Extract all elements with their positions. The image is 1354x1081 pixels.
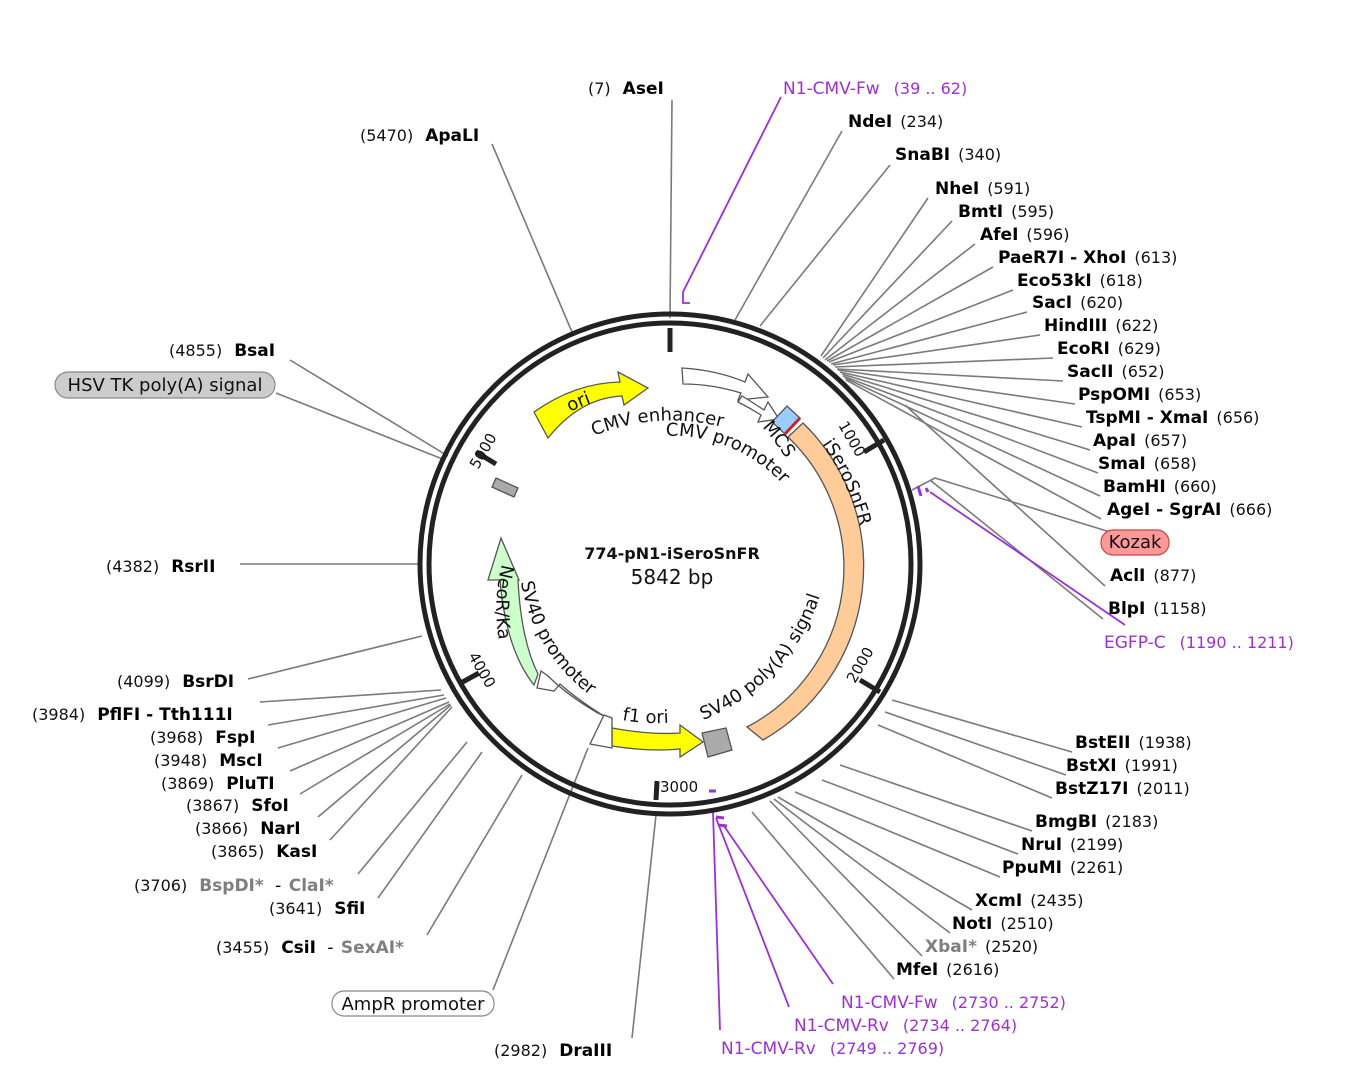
site-label[interactable]: SacII(652) [1067,362,1164,382]
site-label[interactable]: SacI(620) [1032,293,1123,313]
site-label[interactable]: SmaI(658) [1098,454,1197,474]
site-label[interactable]: (3867)SfoI [186,796,289,816]
backbone [417,311,923,817]
site-label[interactable]: (5470)ApaLI [360,126,479,146]
feature-label-f1-ori: f1 ori [621,704,669,728]
site-label[interactable]: (4855)BsaI [169,341,275,361]
site-label[interactable]: BamHI(660) [1103,477,1217,497]
site-label[interactable]: AclI(877) [1110,566,1196,586]
feature-iserosnfr[interactable] [745,422,865,741]
site-label[interactable]: (4382)RsrII [106,557,215,577]
site-label[interactable]: TspMI - XmaI(656) [1086,408,1259,428]
site-label[interactable]: BmgBI(2183) [1035,812,1158,832]
site-label[interactable]: PpuMI(2261) [1002,858,1123,878]
feature-mcs-box[interactable] [771,405,802,436]
plasmid-size: 5842 bp [631,565,714,589]
site-label[interactable]: Eco53kI(618) [1017,271,1143,291]
site-label[interactable]: (3984)PflFI - Tth111I [32,705,233,725]
site-label[interactable]: BstZ17I(2011) [1055,779,1190,799]
site-label[interactable]: (3866)NarI [195,819,301,839]
site-label[interactable]: AgeI - SgrAI(666) [1107,500,1272,520]
site-label[interactable]: (7)AseI [588,79,664,99]
ampr-promoter-label[interactable]: AmpR promoter [331,990,495,1017]
site-label[interactable]: NdeI(234) [848,112,943,132]
feature-neor[interactable] [487,536,539,687]
primer-labels: N1-CMV-Fw(39 .. 62) EGFP-C(1190 .. 1211)… [721,79,1294,1059]
tick-label-5000: 5000 [466,430,501,472]
site-label[interactable]: EcoRI(629) [1057,339,1161,359]
primer-label[interactable]: N1-CMV-Fw(2730 .. 2752) [841,993,1066,1013]
feature-cmv-promoter[interactable] [737,395,781,423]
site-label[interactable]: HindIII(622) [1044,316,1158,336]
feature-label-neor: NeoR/KanR [0,0,517,641]
svg-text:Kozak: Kozak [1109,532,1162,553]
site-label[interactable]: BmtI(595) [958,202,1054,222]
site-label[interactable]: BlpI(1158) [1108,599,1206,619]
feature-small-grey-box[interactable] [491,477,519,498]
svg-text:HSV TK poly(A) signal: HSV TK poly(A) signal [68,375,263,396]
site-label[interactable]: (3968)FspI [150,728,255,748]
site-label[interactable]: PaeR7I - XhoI(613) [998,248,1177,268]
site-label[interactable]: (2982)DraIII [494,1041,612,1061]
tick-marks [457,328,886,801]
site-label[interactable]: (3641)SfiI [269,899,365,919]
site-label[interactable]: SnaBI(340) [895,145,1001,165]
site-label[interactable]: BstEII(1938) [1075,733,1192,753]
primer-label[interactable]: EGFP-C(1190 .. 1211) [1104,633,1294,653]
plasmid-name: 774-pN1-iSeroSnFR [584,544,760,563]
site-label[interactable]: XcmI(2435) [975,891,1083,911]
site-label[interactable]: XbaI*(2520) [925,937,1038,957]
primer-label[interactable]: N1-CMV-Rv(2749 .. 2769) [721,1039,944,1059]
site-label[interactable]: NruI(2199) [1021,835,1123,855]
site-label[interactable]: (3865)KasI [211,842,317,862]
tick-label-3000: 3000 [660,778,698,796]
tick-label-2000: 2000 [843,644,878,686]
feature-grey-box-3000[interactable] [701,727,733,758]
site-label[interactable]: BstXI(1991) [1066,756,1178,776]
site-label[interactable]: (3455)CsiI - SexAI* [216,938,404,958]
hsv-tk-label[interactable]: HSV TK poly(A) signal [54,371,276,399]
site-label[interactable]: NheI(591) [935,179,1030,199]
primer-label[interactable]: N1-CMV-Rv(2734 .. 2764) [794,1016,1017,1036]
feature-leaders [275,392,1111,991]
svg-text:AmpR promoter: AmpR promoter [341,994,485,1015]
site-label[interactable]: NotI(2510) [952,914,1054,934]
feature-cmv-enhancer[interactable] [681,367,770,401]
feature-f1-ori[interactable] [611,723,705,759]
primer-label[interactable]: N1-CMV-Fw(39 .. 62) [783,79,967,99]
site-label[interactable]: AfeI(596) [980,225,1069,245]
site-label[interactable]: PspOMI(653) [1078,385,1201,405]
site-label[interactable]: (4099)BsrDI [117,672,234,692]
site-label[interactable]: (3869)PluTI [161,774,275,794]
feature-ori[interactable] [533,370,650,440]
site-label[interactable]: MfeI(2616) [896,960,999,980]
site-label[interactable]: (3948)MscI [154,751,263,771]
site-labels: (7)AseI (5470)ApaLI NdeI(234) SnaBI(340)… [32,79,1272,1061]
primer-marks [709,485,930,828]
feature-sv40-promoter-arrow[interactable] [536,669,613,749]
site-leaders [240,99,1106,1039]
feature-label-sv40-promoter: SV40 promoter [516,579,600,700]
site-label[interactable]: (3706)BspDI* - ClaI* [134,876,334,896]
tick-label-4000: 4000 [465,649,500,691]
primer-leaders [682,96,1126,1031]
site-label[interactable]: ApaI(657) [1093,431,1187,451]
kozak-label[interactable]: Kozak [1100,529,1170,556]
